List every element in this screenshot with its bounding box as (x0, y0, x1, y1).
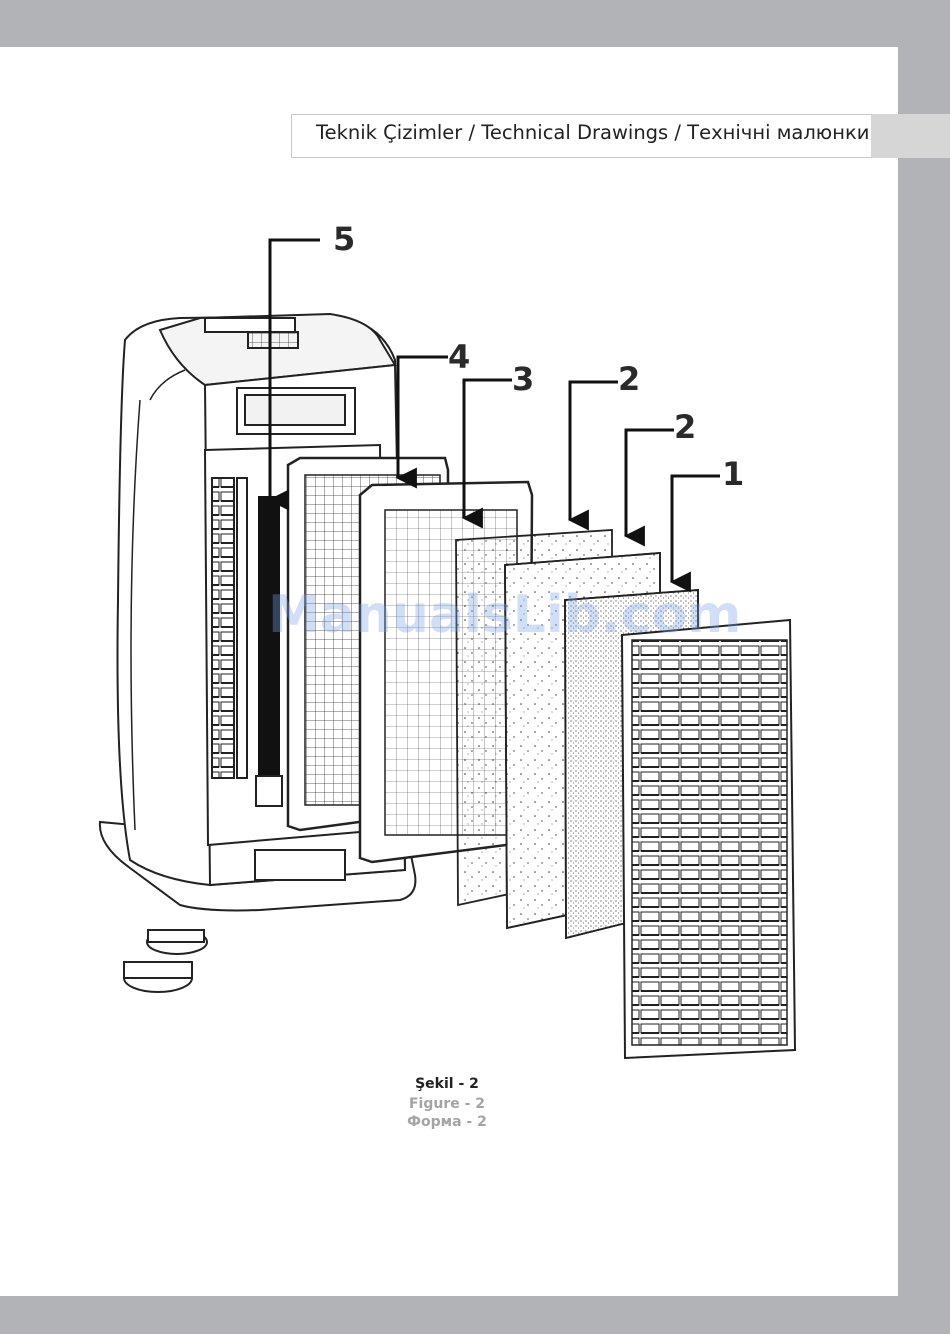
callout-3: 3 (512, 360, 534, 398)
caption-en: Figure - 2 (0, 1096, 922, 1112)
callout-2a: 2 (618, 360, 640, 398)
grille-cover (622, 620, 795, 1058)
callout-5: 5 (333, 220, 355, 258)
callout-line-2b (626, 430, 674, 536)
cap-parts (124, 930, 207, 992)
callout-line-2a (570, 382, 618, 520)
callout-1: 1 (722, 455, 744, 493)
watermark: ManualsLib.com (268, 585, 741, 645)
callout-line-1 (672, 476, 720, 582)
caption-tr: Şekil - 2 (0, 1076, 922, 1092)
callout-4: 4 (448, 338, 470, 376)
caption-uk: Форма - 2 (0, 1114, 922, 1130)
callout-2b: 2 (674, 408, 696, 446)
